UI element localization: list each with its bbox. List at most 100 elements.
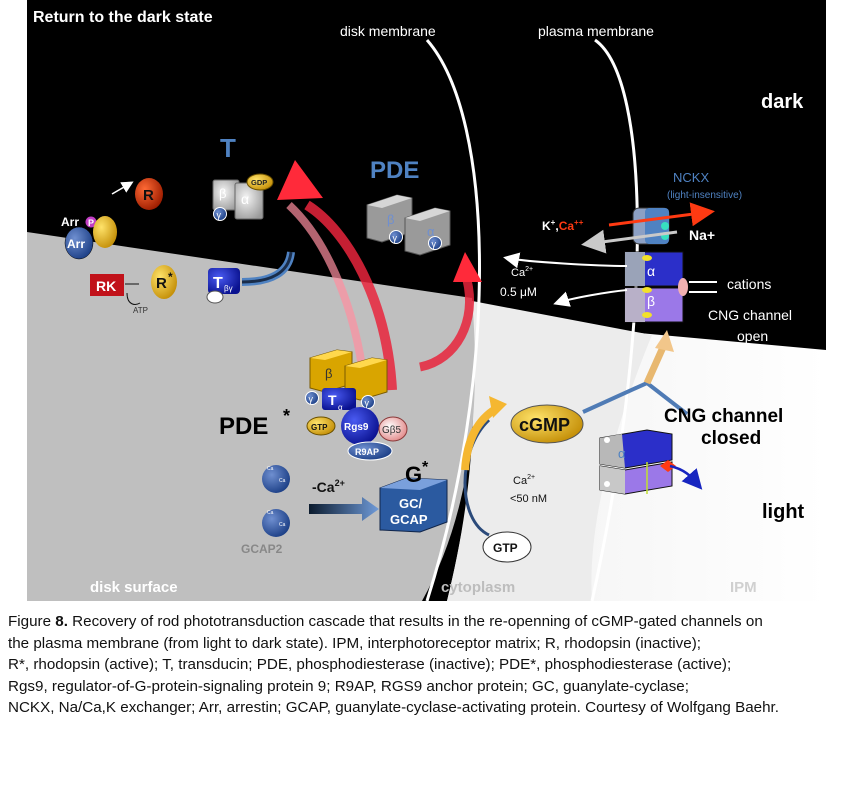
disk-membrane-line [425, 39, 481, 601]
gcap2-label: GCAP2 [241, 542, 283, 556]
ca-dark-value: 0.5 μM [500, 285, 537, 299]
cytoplasm-region [447, 300, 652, 601]
nckx-label: NCKX [673, 170, 709, 185]
pde-active-star: * [283, 406, 290, 426]
cytoplasm-label: cytoplasm [441, 579, 515, 596]
na-label: Na+ [689, 227, 715, 243]
svg-text:α: α [338, 403, 343, 412]
atp-label: ATP [133, 306, 148, 315]
svg-text:R: R [156, 275, 167, 292]
pde-active-complex: β T α γ γ GTP Rgs9 Gβ5 R9AP [305, 349, 408, 461]
transducin-complex: β α γ GDP [212, 173, 274, 221]
gcap-label: GCAP [390, 512, 428, 527]
plasma-membrane-label: plasma membrane [538, 23, 654, 39]
gdp-label: GDP [251, 178, 267, 187]
ca-light-value: <50 nM [510, 493, 547, 505]
svg-text:γ: γ [432, 239, 437, 249]
svg-text:cGMP: cGMP [519, 415, 570, 435]
caption-line-1: Figure 8. Recovery of rod phototransduct… [8, 613, 763, 630]
gold-arrow-to-cgmp [461, 404, 500, 471]
guanylate-cyclase: G * GC/ GCAP [379, 459, 448, 533]
svg-text:γ: γ [309, 394, 314, 404]
gtp-on-t-label: GTP [311, 423, 328, 432]
gbeta5-label: Gβ5 [382, 425, 402, 436]
cng-closed-label-2: closed [701, 428, 761, 449]
ca-light-label: Ca2+ [513, 474, 535, 487]
caption-figure-number: 8. [55, 613, 68, 630]
caption-line-3: R*, rhodopsin (active); T, transducin; P… [8, 656, 732, 673]
r9ap-label: R9AP [355, 447, 379, 457]
pde-inactive: β α γ γ [366, 194, 451, 256]
svg-text:β: β [219, 186, 226, 201]
cng-closed-label-1: CNG channel [664, 406, 783, 427]
svg-text:α: α [427, 224, 435, 239]
svg-text:Ca: Ca [279, 522, 286, 528]
closed-channel-arrow [669, 464, 703, 490]
gtp-node [482, 531, 532, 563]
svg-text:α: α [241, 191, 249, 207]
svg-text:Arr: Arr [61, 215, 79, 229]
red-arrow-to-pde [418, 252, 482, 372]
cng-channel-closed: α [599, 429, 676, 495]
transducin-beta-gamma: T βγ [206, 251, 295, 304]
nckx-sub-label: (light-insensitive) [667, 190, 742, 201]
ipm-label: IPM [730, 579, 757, 596]
svg-text:γ: γ [217, 210, 222, 220]
cations-label: cations [727, 276, 771, 292]
svg-text:β: β [647, 293, 655, 309]
disk-surface-label: disk surface [90, 579, 178, 596]
phototransduction-diagram: Return to the dark state disk membrane p… [27, 0, 826, 601]
svg-text:βγ: βγ [224, 284, 233, 293]
ca-dark-label: Ca2+ [511, 266, 533, 279]
svg-text:Ca: Ca [267, 466, 274, 472]
k-ca-arrow [608, 202, 715, 227]
caption-line-5: NCKX, Na/Ca,K exchanger; Arr, arrestin; … [8, 699, 779, 716]
cng-channel-open: α β [624, 251, 688, 323]
cng-open-label-2: open [737, 328, 768, 344]
svg-text:Arr: Arr [67, 237, 85, 251]
caption-line-2: the plasma membrane (from light to dark … [8, 634, 701, 652]
gcap2-group: Ca Ca Ca Ca GCAP2 [241, 465, 290, 556]
svg-text:γ: γ [365, 398, 370, 408]
g-star-label: G [405, 462, 422, 487]
gtp-label: GTP [493, 541, 518, 555]
rgs9-label: Rgs9 [344, 422, 369, 433]
figure-caption: Figure 8. Recovery of rod phototransduct… [8, 611, 846, 719]
transducin-label: T [220, 133, 236, 163]
gtp-curve [463, 418, 491, 537]
cgmp-node: cGMP [510, 404, 584, 444]
svg-text:Ca: Ca [267, 510, 274, 516]
svg-text:α: α [647, 263, 655, 279]
cations-arrow-2 [553, 289, 628, 307]
figure-title: Return to the dark state [33, 9, 213, 26]
gold-arrow-to-open-channel [643, 343, 668, 385]
svg-text:γ: γ [393, 233, 398, 243]
na-arrow [581, 229, 678, 254]
svg-text:T: T [328, 392, 337, 408]
rhodopsin-kinase: RK ATP [90, 274, 148, 315]
svg-text:β: β [387, 212, 394, 227]
svg-text:T: T [213, 275, 223, 292]
svg-text:β: β [325, 366, 332, 381]
minus-ca-label: -Ca2+ [312, 478, 345, 495]
svg-text:*: * [422, 459, 429, 476]
caption-line-4: Rgs9, regulator-of-G-protein-signaling p… [8, 677, 689, 695]
svg-text:P: P [88, 218, 94, 228]
svg-text:Ca: Ca [279, 478, 286, 484]
svg-text:R: R [143, 187, 154, 204]
k-ca-label: K+,Ca++ [542, 218, 584, 233]
ca-release-arrow [309, 497, 379, 521]
arrestin-phospho: Arr P Arr [61, 215, 117, 260]
light-label: light [762, 501, 805, 523]
rhodopsin-inactive: R [111, 178, 163, 210]
svg-text:RK: RK [96, 278, 116, 294]
pde-label: PDE [370, 157, 419, 184]
svg-text:*: * [168, 270, 173, 284]
dark-label: dark [761, 91, 804, 113]
rhodopsin-active: R * [151, 265, 177, 299]
disk-membrane-label: disk membrane [340, 23, 436, 39]
cations-arrow-1 [503, 252, 628, 269]
pde-active-label: PDE [219, 413, 268, 440]
cng-open-label-1: CNG channel [708, 307, 792, 323]
svg-text:α: α [618, 446, 626, 461]
